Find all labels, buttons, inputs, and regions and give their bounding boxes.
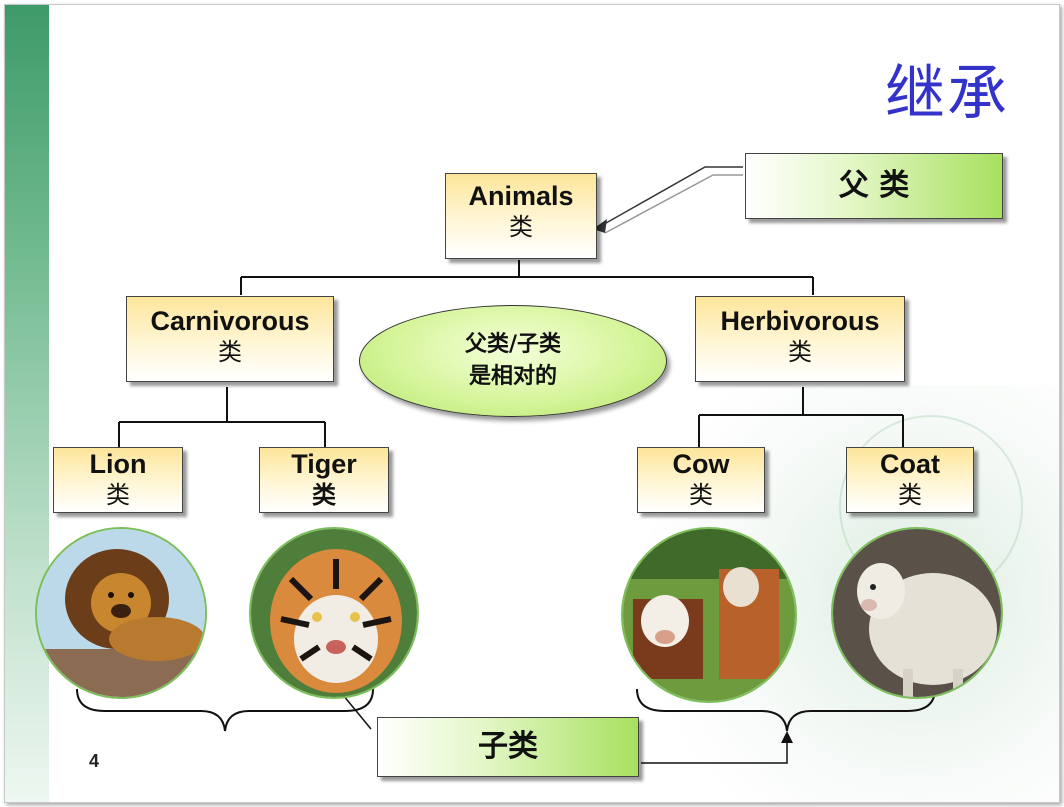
child-class-callout: 子类 — [377, 717, 639, 777]
node-coat: Coat 类 — [846, 447, 974, 513]
node-cow: Cow 类 — [637, 447, 765, 513]
left-brace — [76, 688, 374, 732]
relative-note-ellipse: 父类/子类 是相对的 — [359, 305, 667, 417]
node-tiger: Tiger 类 — [259, 447, 389, 513]
sheep-photo — [831, 527, 1003, 699]
node-cow-label: Cow — [672, 449, 730, 479]
parent-arrow-line-shadow — [604, 174, 743, 234]
node-herbivorous: Herbivorous 类 — [695, 296, 905, 382]
node-coat-label: Coat — [880, 449, 940, 479]
node-animals-label: Animals — [468, 181, 574, 211]
node-animals: Animals 类 — [445, 173, 597, 259]
node-carnivorous-label: Carnivorous — [150, 306, 310, 336]
node-tiger-label: Tiger — [291, 449, 357, 479]
page-number: 4 — [89, 751, 100, 771]
slide-title: 继承 — [885, 59, 1009, 129]
lion-photo — [35, 527, 207, 699]
node-lion-suffix: 类 — [106, 481, 130, 509]
relative-note-line1: 父类/子类 — [464, 332, 562, 357]
cow-photo — [621, 527, 797, 703]
side-decoration-bar — [5, 5, 49, 802]
slide: 继承 Animals 类 Carnivorous 类 — [4, 4, 1060, 803]
tiger-photo — [249, 527, 419, 699]
node-carnivorous-suffix: 类 — [218, 338, 242, 366]
parent-arrow-line — [598, 166, 743, 228]
relative-note-line2: 是相对的 — [468, 364, 557, 389]
tree-connectors — [76, 166, 936, 764]
parent-class-callout: 父 类 — [745, 153, 1003, 219]
node-coat-suffix: 类 — [898, 481, 922, 509]
child-arrow-line — [641, 741, 788, 764]
node-lion: Lion 类 — [53, 447, 183, 513]
node-animals-suffix: 类 — [509, 213, 533, 241]
node-herbivorous-suffix: 类 — [788, 338, 812, 366]
child-arrow-head — [781, 731, 793, 743]
node-lion-label: Lion — [89, 449, 147, 479]
node-cow-suffix: 类 — [689, 481, 713, 509]
node-tiger-suffix: 类 — [312, 481, 336, 509]
node-herbivorous-label: Herbivorous — [720, 306, 880, 336]
child-pointer-line — [342, 694, 372, 730]
node-carnivorous: Carnivorous 类 — [126, 296, 334, 382]
